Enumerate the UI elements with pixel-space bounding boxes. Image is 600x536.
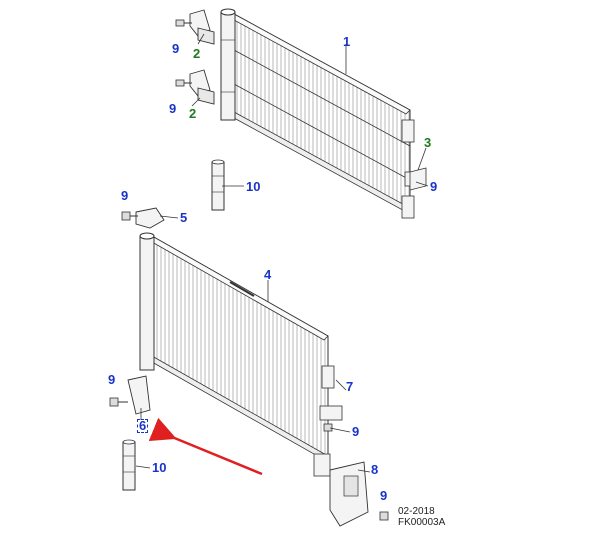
callout-9-f: 9 [352, 424, 360, 439]
callout-7: 7 [346, 379, 354, 394]
lower-left-bracket [109, 375, 151, 415]
diagram-date: 02-2018 [398, 506, 435, 517]
top-mount-bracket [121, 207, 165, 229]
callout-2-top: 2 [193, 46, 201, 61]
callout-9-b: 9 [169, 101, 177, 116]
lower-condenser [139, 232, 343, 477]
figure-code: FK00003A [398, 517, 446, 528]
callout-9-e: 9 [108, 372, 116, 387]
bolt-icon [323, 423, 333, 432]
callout-10-lower: 10 [152, 460, 167, 475]
callout-9-a: 9 [172, 41, 180, 56]
callout-1: 1 [343, 34, 351, 49]
bolt-icon [175, 19, 192, 27]
callout-6: 6 [137, 418, 149, 433]
leader-lines [135, 33, 429, 473]
bolt-icon [175, 79, 192, 87]
rubber-isolator-upper [211, 159, 225, 211]
callout-10-upper: 10 [246, 179, 261, 194]
upper-condenser [220, 8, 415, 219]
rubber-isolator-lower [122, 439, 136, 491]
upper-mount-bracket-bottom [189, 69, 215, 105]
callout-9-g: 9 [380, 488, 388, 503]
callout-2-bottom: 2 [189, 106, 197, 121]
side-bracket-upper [409, 167, 427, 191]
callout-5: 5 [180, 210, 188, 225]
callout-4: 4 [264, 267, 272, 282]
red-arrow-icon [148, 417, 263, 476]
callout-9-d: 9 [121, 188, 129, 203]
callout-9-c: 9 [430, 179, 438, 194]
upper-mount-bracket-top [189, 9, 215, 45]
callout-3: 3 [424, 135, 432, 150]
callout-8: 8 [371, 462, 379, 477]
lower-right-support-bracket [329, 461, 389, 527]
